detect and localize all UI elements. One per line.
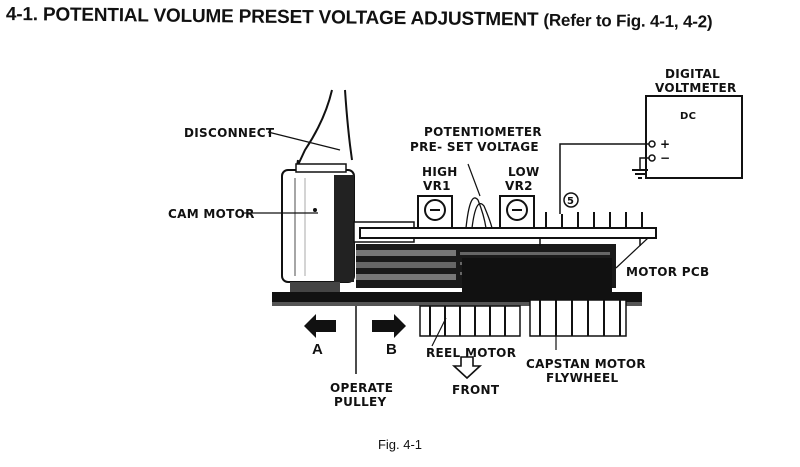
label-front: FRONT (452, 383, 500, 397)
test-point-marker (563, 192, 579, 208)
label-pulley: PULLEY (334, 395, 387, 409)
label-motor-pcb: MOTOR PCB (626, 265, 709, 279)
reel-motor-leader (431, 317, 447, 347)
label-disconnect: DISCONNECT (184, 126, 275, 140)
front-arrow-icon (451, 356, 483, 380)
label-operate: OPERATE (330, 381, 393, 395)
ground-symbol (632, 169, 648, 179)
label-a: A (312, 341, 323, 358)
dvm-plus-terminal (648, 140, 656, 148)
label-reel-motor: REEL MOTOR (426, 346, 516, 360)
ground-wire (639, 157, 649, 170)
figure-caption: Fig. 4-1 (377, 437, 423, 452)
label-low: LOW (508, 165, 540, 179)
label-minus: − (660, 151, 670, 165)
dvm-minus-terminal (648, 154, 656, 162)
label-plus: + (660, 137, 670, 151)
label-b: B (386, 341, 397, 358)
pcb-wiring (465, 197, 493, 229)
label-flywheel: FLYWHEEL (546, 371, 618, 385)
label-test-point: 5 (567, 196, 574, 207)
label-preset-voltage: PRE- SET VOLTAGE (410, 140, 539, 154)
label-dc: DC (680, 111, 696, 122)
arrow-b (372, 314, 406, 338)
capstan-flywheel (419, 258, 627, 337)
disconnect-wires (295, 89, 353, 173)
motor-pcb-leader (615, 237, 649, 269)
label-digital: DIGITAL (665, 67, 720, 81)
potentiometer-vr2 (499, 195, 535, 229)
label-voltmeter: VOLTMETER (655, 81, 737, 95)
label-potentiometer: POTENTIOMETER (424, 125, 542, 139)
potentiometer-leader (467, 163, 481, 197)
label-vr1: VR1 (423, 179, 451, 193)
label-high: HIGH (422, 165, 458, 179)
base-plate (272, 292, 642, 306)
disconnect-leader (267, 131, 341, 151)
arrow-a (304, 314, 336, 338)
cam-motor (281, 163, 355, 292)
label-vr2: VR2 (505, 179, 533, 193)
probe-wire (559, 143, 649, 214)
label-cam-motor: CAM MOTOR (168, 207, 255, 221)
label-capstan-motor: CAPSTAN MOTOR (526, 357, 646, 371)
potentiometer-vr1 (417, 195, 453, 229)
